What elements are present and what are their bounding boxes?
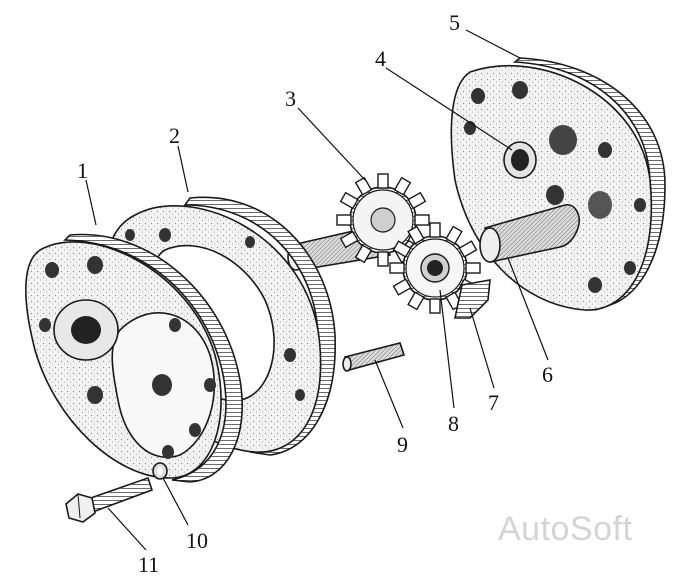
callout-10: 10	[186, 528, 208, 553]
dowel-pin	[342, 342, 406, 372]
bushing	[503, 141, 537, 179]
callout-8: 8	[448, 411, 459, 436]
idler-gear-teeth	[454, 279, 491, 319]
callout-2: 2	[169, 123, 180, 148]
pump-cover	[25, 233, 243, 483]
bolt	[65, 476, 154, 523]
callout-7: 7	[488, 390, 499, 415]
leader-lines	[85, 29, 549, 551]
watermark: AutoSoft	[498, 510, 632, 548]
callout-6: 6	[542, 362, 553, 387]
callout-5: 5	[449, 10, 460, 35]
idler-gear	[389, 222, 481, 314]
callout-11: 11	[138, 552, 159, 577]
callout-3: 3	[285, 86, 296, 111]
callout-4: 4	[375, 46, 386, 71]
washer	[152, 462, 168, 480]
callouts: 1 2 3 4 5 6 7 8 9 10 11	[77, 10, 553, 577]
callout-9: 9	[397, 432, 408, 457]
end-plate	[450, 57, 666, 311]
callout-1: 1	[77, 158, 88, 183]
idler-shaft	[479, 204, 580, 263]
